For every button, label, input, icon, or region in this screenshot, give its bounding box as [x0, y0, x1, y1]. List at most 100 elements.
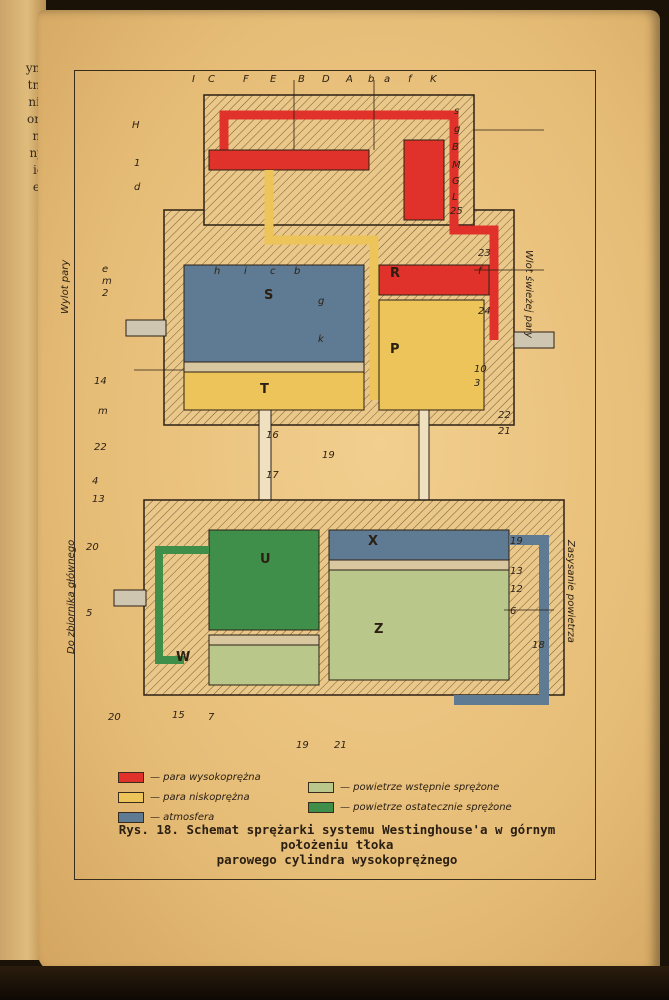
inner-ref-6: k	[318, 334, 324, 345]
legend-text-fin: — powietrze ostatecznie sprężone	[340, 802, 512, 813]
low-pressure-channel	[264, 170, 379, 400]
left-ref-13: 5	[86, 608, 93, 619]
chamber-t	[183, 369, 365, 411]
inner-ref-9: 19	[322, 450, 335, 461]
right-ref-1: s	[454, 106, 460, 117]
inner-ref-8: 17	[266, 470, 279, 481]
left-ref-14: 20	[108, 712, 121, 723]
label-main-reservoir: Do zbiornika głównego	[66, 539, 77, 654]
legend-final-air: — powietrze ostatecznie sprężone	[308, 802, 512, 813]
steam-outlet-pipe	[125, 319, 167, 337]
chamber-u	[208, 529, 320, 631]
inner-ref-1: h	[214, 266, 221, 277]
table-shadow	[0, 966, 669, 1000]
left-ref-5: 2	[102, 288, 109, 299]
top-ref-7: A	[346, 74, 353, 85]
left-ref-10: 4	[92, 476, 99, 487]
chamber-label-p: P	[390, 342, 400, 357]
left-ref-12: 20	[86, 542, 99, 553]
final-air-channel	[155, 546, 209, 664]
chamber-label-w: W	[176, 650, 191, 665]
figure-caption: Rys. 18. Schemat sprężarki systemu Westi…	[84, 822, 590, 867]
chamber-label-u: U	[260, 552, 271, 567]
right-ref-12: 3	[474, 378, 481, 389]
legend-atmosphere: — atmosfera	[118, 812, 214, 823]
left-ref-4: e	[102, 264, 109, 275]
chamber-p	[378, 299, 485, 411]
label-air-intake: Zasysanie powietrza	[565, 540, 576, 643]
legend-high-pressure: — para wysokoprężna	[118, 772, 261, 783]
right-ref-13: 22	[498, 410, 511, 421]
main-reservoir-pipe	[113, 589, 147, 607]
left-ref-7: 14	[94, 376, 107, 387]
left-ref-1: H	[132, 120, 140, 131]
top-ref-1: I	[192, 74, 195, 85]
chamber-w	[208, 644, 320, 686]
figure-frame	[74, 70, 596, 880]
left-ref-11: 13	[92, 494, 105, 505]
chamber-label-x: X	[368, 534, 379, 549]
caption-line-1: Rys. 18. Schemat sprężarki systemu Westi…	[118, 822, 556, 852]
chamber-r	[378, 264, 490, 296]
right-ref-17: 12	[510, 584, 523, 595]
top-ref-3: F	[243, 74, 249, 85]
label-fresh-steam-inlet: Wlot świeżej pary	[523, 250, 534, 339]
left-ref-9: 22	[94, 442, 107, 453]
left-ref-8: m	[98, 406, 108, 417]
legend-swatch-high	[118, 772, 144, 783]
left-ref-6: m	[102, 276, 112, 287]
inner-ref-12: 19	[296, 740, 309, 751]
right-ref-8: 23	[478, 248, 491, 259]
inner-ref-13: 21	[334, 740, 347, 751]
book-page: S R P T U X Z W I C F E B D A b a f K s …	[38, 10, 660, 972]
chamber-label-s: S	[264, 288, 274, 303]
legend-swatch-fin	[308, 802, 334, 813]
caption-line-2: parowego cylindra wysokoprężnego	[216, 852, 458, 867]
inner-ref-11: 7	[208, 712, 215, 723]
top-ref-6: D	[322, 74, 330, 85]
inner-ref-2: i	[244, 266, 247, 277]
piston-w	[208, 634, 320, 646]
legend-swatch-atm	[118, 812, 144, 823]
inner-ref-4: b	[294, 266, 301, 277]
high-pressure-channel	[219, 110, 499, 340]
valve-piston-red	[403, 139, 445, 221]
chamber-z	[328, 569, 510, 681]
right-ref-11: 10	[474, 364, 487, 375]
distributor-valve	[208, 149, 370, 171]
right-ref-6: L	[452, 192, 458, 203]
top-ref-8: b	[368, 74, 375, 85]
inner-ref-5: g	[318, 296, 325, 307]
compressor-diagram	[113, 80, 565, 705]
legend-text-low: — para niskoprężna	[150, 792, 250, 803]
right-ref-18: 6	[510, 606, 517, 617]
top-ref-2: C	[208, 74, 215, 85]
legend-low-pressure: — para niskoprężna	[118, 792, 250, 803]
legend-preliminary-air: — powietrze wstępnie sprężone	[308, 782, 499, 793]
right-ref-19: 18	[532, 640, 545, 651]
piston-s	[183, 361, 365, 373]
right-ref-7: 25	[450, 206, 463, 217]
left-ref-3: d	[134, 182, 141, 193]
steam-inlet-pipe	[513, 331, 555, 349]
top-ref-9: a	[384, 74, 391, 85]
legend-text-high: — para wysokoprężna	[150, 772, 261, 783]
legend-swatch-pre	[308, 782, 334, 793]
right-ref-5: G	[452, 176, 460, 187]
inner-ref-10: 15	[172, 710, 185, 721]
right-ref-3: B	[452, 142, 459, 153]
chamber-label-z: Z	[374, 622, 384, 637]
inner-ref-3: c	[270, 266, 276, 277]
right-ref-4: M	[452, 160, 461, 171]
right-ref-2: g	[454, 124, 461, 135]
right-ref-16: 13	[510, 566, 523, 577]
inner-ref-7: 16	[266, 430, 279, 441]
top-ref-11: K	[430, 74, 437, 85]
piston-z	[328, 559, 510, 571]
top-ref-4: E	[270, 74, 277, 85]
top-ref-10: f	[408, 74, 412, 85]
right-ref-14: 21	[498, 426, 511, 437]
legend-swatch-low	[118, 792, 144, 803]
legend-text-pre: — powietrze wstępnie sprężone	[340, 782, 500, 793]
top-ref-5: B	[298, 74, 305, 85]
